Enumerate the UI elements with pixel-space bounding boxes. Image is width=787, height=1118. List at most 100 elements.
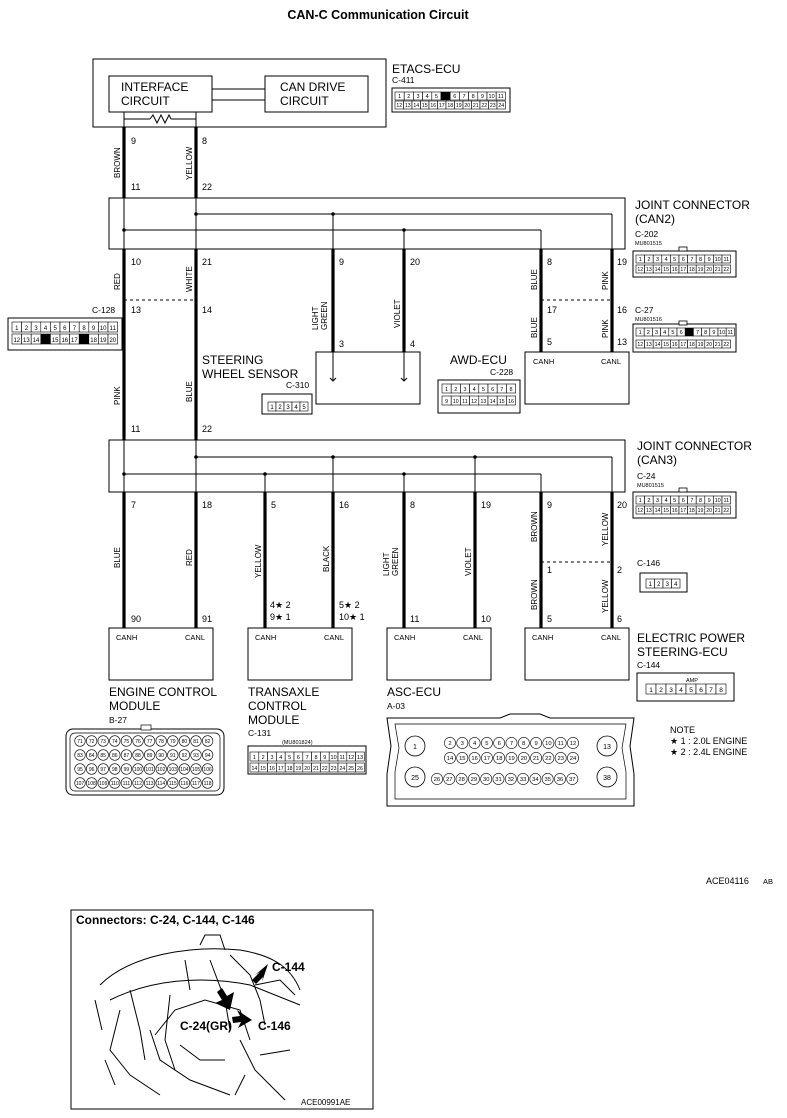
connector-pin-label: 5	[671, 330, 674, 336]
connector-pin-label: 106	[203, 767, 212, 773]
b27-label: B-27	[109, 715, 127, 725]
connector-pin-cell	[40, 333, 51, 345]
connector-pin-label: 71	[77, 739, 83, 745]
connector-pin-label: 8	[314, 755, 317, 761]
connector-pin-label: 6	[453, 94, 456, 100]
connector-pin-label: 12	[637, 508, 643, 514]
connector-pin-label: 1	[15, 326, 19, 332]
connector-pin-cell	[355, 762, 365, 773]
connector-pin-label: 21	[473, 103, 479, 109]
connector-pin-cell	[554, 752, 567, 764]
connector-pin-label: 111	[123, 781, 131, 787]
connector-pin-label: 4	[665, 498, 668, 504]
connector-pin-label: 21	[715, 508, 721, 514]
awd-canl: CANL	[601, 357, 621, 366]
note-title: NOTE	[670, 725, 695, 735]
connector-pin-label: 2	[25, 326, 29, 332]
connector-pin-cell	[456, 737, 469, 749]
connector-pin-label: 76	[135, 739, 141, 745]
jc3-label-2: (CAN3)	[637, 453, 677, 467]
connector-pin-cell	[444, 752, 456, 764]
connector-pin-label: 13	[357, 755, 363, 761]
connector-pin-label: 10	[331, 755, 337, 761]
connector-pin-label: 9	[534, 741, 537, 747]
connector-pin-label: 2	[657, 582, 661, 588]
connector-pin-label: 5	[435, 94, 438, 100]
connector-pin-label: 6	[680, 330, 683, 336]
connector-pin-label: 17	[680, 267, 686, 273]
pin-c128-13: 13	[131, 305, 141, 315]
connector-outline	[391, 87, 511, 113]
connector-pin-cell	[85, 749, 98, 761]
jc3-label: JOINT CONNECTOR	[637, 439, 752, 453]
can-drive-circuit-label: CAN DRIVE	[280, 80, 345, 94]
connector-pin-label: 14	[655, 267, 661, 273]
connector-pin-cell	[542, 737, 555, 749]
connector-pin-cell	[97, 777, 109, 789]
connector-pin-label: 7	[73, 326, 77, 332]
connector-pin-label: 1	[270, 405, 274, 411]
connector-pin-label: 5	[689, 687, 693, 694]
pin-j2-11: 11	[131, 182, 140, 192]
connector-pin-cell	[504, 773, 517, 785]
tcm-label-3: MODULE	[248, 713, 299, 727]
connector-pin-label: 7	[696, 330, 699, 336]
connector-pin-cell	[178, 777, 190, 789]
connector-pin-cell	[721, 264, 731, 274]
wire-label-pink-2: PINK	[113, 386, 122, 405]
connector-pin-cell	[517, 737, 530, 749]
connector-pin-cell	[444, 737, 456, 749]
connector-pin-cell	[109, 777, 121, 789]
pin-c146-2: 2	[617, 565, 622, 575]
connector-pin-label: 3	[669, 687, 673, 694]
connector-pin-cell	[120, 749, 132, 761]
connector-pin-cell	[468, 737, 481, 749]
connector-pin-label: 87	[124, 753, 130, 759]
connector-pin-label: 14	[33, 338, 40, 344]
connector-pin-cell	[132, 749, 144, 761]
connector-pin-cell	[355, 751, 365, 762]
arrow-c144-icon	[252, 964, 268, 984]
ecm-canh: CANH	[116, 633, 137, 642]
pin-eps-6: 6	[617, 614, 622, 624]
connector-pin-label: 27	[446, 777, 452, 783]
c131-part: (MU801824)	[282, 740, 313, 746]
connector-pin-label: 6	[498, 741, 501, 747]
connector-pin-label: 26	[434, 777, 440, 783]
connector-pin-label: 6	[682, 257, 685, 263]
wire-label-green-2: GREEN	[391, 547, 400, 576]
connector-pin-label: 12	[348, 755, 354, 761]
connector-pin-label: 38	[603, 775, 611, 782]
connector-pin-label: 3	[656, 498, 659, 504]
connector-pin-label: 8	[82, 326, 86, 332]
diagram-code-suffix: AB	[763, 877, 773, 886]
connector-pin-label: 100	[134, 767, 143, 773]
connector-pin-label: 118	[204, 781, 212, 787]
connector-pin-label: 9	[481, 94, 484, 100]
connector-pin-cell	[456, 752, 469, 764]
connector-pin-label: 31	[495, 777, 501, 783]
connector-pin-label: 75	[124, 739, 130, 745]
connector-pin-label: 113	[146, 781, 154, 787]
connector-pin-cell	[167, 749, 179, 761]
connector-pin-label: 5	[485, 741, 488, 747]
pin-j3-9: 9	[547, 500, 552, 510]
connector-pin-label: 1	[639, 330, 642, 336]
awd-canh: CANH	[533, 357, 554, 366]
connector-pin-label: 14	[252, 766, 258, 772]
connector-pin-label: 22	[723, 508, 729, 514]
connector-pin-cell	[517, 752, 530, 764]
wire-label-brown-1: BROWN	[113, 147, 122, 178]
connector-pin-cell	[721, 339, 731, 349]
awd-ecu-label: AWD-ECU	[450, 353, 507, 367]
c131-label: C-131	[248, 728, 271, 738]
connector-pin-cell	[506, 395, 516, 406]
connector-pin-cell	[178, 749, 190, 761]
connector-outline	[437, 379, 521, 414]
connector-pin-cell	[468, 752, 481, 764]
dashboard-sketch	[94, 934, 301, 1101]
connector-pin-label: 10	[453, 399, 459, 405]
connector-outline	[639, 572, 688, 593]
connector-pin-label: 16	[672, 508, 678, 514]
